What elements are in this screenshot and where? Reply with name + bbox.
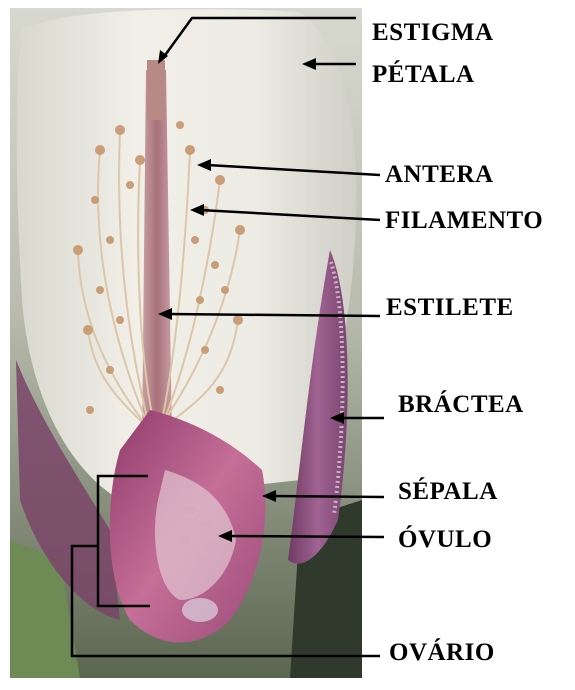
label-filamento: FILAMENTO: [385, 208, 543, 233]
label-sepala: SÉPALA: [398, 479, 498, 504]
sepala-pointer: [272, 496, 384, 497]
label-bractea: BRÁCTEA: [398, 392, 524, 417]
ovulo-pointer: [228, 536, 384, 537]
receptacle: [182, 598, 218, 622]
label-estigma: ESTIGMA: [372, 20, 494, 45]
label-estilete: ESTILETE: [386, 295, 514, 320]
stigma: [147, 60, 165, 120]
label-petala: PÉTALA: [372, 62, 475, 87]
label-antera: ANTERA: [385, 162, 494, 187]
label-ovario: OVÁRIO: [389, 640, 495, 665]
label-ovulo: ÓVULO: [398, 527, 492, 552]
